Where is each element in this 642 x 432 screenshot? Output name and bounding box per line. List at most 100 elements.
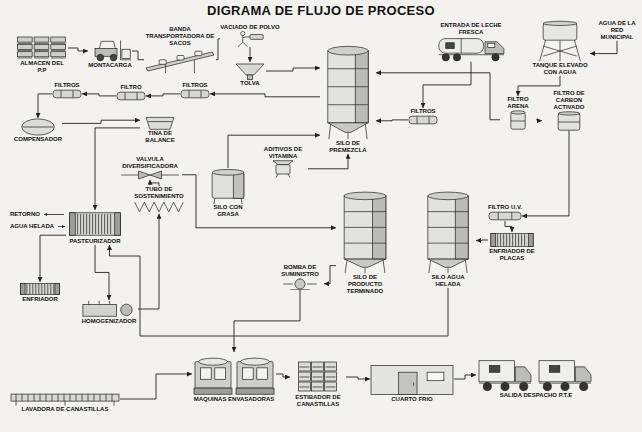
icon-line <box>189 90 190 98</box>
equipment-node: PASTEURIZADOR <box>66 210 124 245</box>
icon-shape <box>344 192 386 200</box>
icon-shape <box>489 365 499 372</box>
icon-shape <box>121 304 133 316</box>
icon-shape <box>11 394 119 401</box>
equipment-label: ENFRIADOR <box>18 296 62 303</box>
icon-line <box>40 394 41 401</box>
equipment-icon <box>370 362 454 396</box>
icon-shape <box>511 112 525 129</box>
equipment-label: ENFRIADOR DE PLACAS <box>488 248 536 262</box>
equipment-icon <box>220 31 280 47</box>
icon-line <box>51 58 66 59</box>
equipment-label: FILTROS <box>408 108 438 115</box>
leader-line <box>44 214 64 215</box>
equipment-node: COMPENSADOR <box>14 118 62 143</box>
equipment-node: FILTROS <box>408 108 438 125</box>
icon-shape <box>195 362 231 388</box>
pipe-connector <box>266 68 320 71</box>
icon-line <box>243 36 250 38</box>
equipment-node: SILO DE PREMEZCLA <box>320 44 376 154</box>
icon-line <box>101 214 102 234</box>
icon-shape <box>428 259 468 267</box>
equipment-node: FILTRO <box>116 84 146 101</box>
pipe-connector <box>132 51 144 60</box>
equipment-icon <box>258 160 308 178</box>
icon-shape <box>428 196 468 259</box>
pipe-connector <box>210 94 320 97</box>
icon-line <box>194 59 195 72</box>
icon-line <box>41 284 42 294</box>
icon-line <box>73 90 74 98</box>
equipment-node: ESTIBADOR DE CANASTILLAS <box>290 360 346 408</box>
equipment-label: TOLVA <box>234 80 266 87</box>
icon-line <box>326 377 336 378</box>
icon-shape <box>110 54 117 61</box>
icon-line <box>98 214 99 234</box>
icon-line <box>162 174 179 175</box>
leader-line <box>58 226 65 227</box>
icon-line <box>89 214 90 234</box>
icon-line <box>328 68 368 69</box>
equipment-node: ALMACEN DEL P.P <box>16 36 68 74</box>
pipe-connector <box>590 41 617 54</box>
icon-line <box>16 401 17 406</box>
icon-line <box>64 394 65 401</box>
icon-line <box>276 174 278 178</box>
icon-line <box>148 121 172 122</box>
pipe-connector <box>62 120 140 123</box>
icon-line <box>165 63 166 73</box>
pipe-connector <box>68 48 88 51</box>
icon-line <box>201 90 202 98</box>
icon-line <box>345 259 347 273</box>
icon-line <box>429 116 430 124</box>
icon-line <box>299 377 309 378</box>
icon-shape <box>344 259 386 267</box>
equipment-label: FILTRO ARENA <box>500 96 536 110</box>
icon-line <box>52 394 53 401</box>
equipment-label: FILTRO DE CARBON ACTIVADO <box>542 90 596 111</box>
icon-shape <box>233 172 244 198</box>
equipment-icon <box>10 392 120 406</box>
icon-line <box>104 214 105 234</box>
icon-line <box>574 40 580 61</box>
icon-shape <box>247 75 252 80</box>
pipe-connector <box>150 180 159 186</box>
icon-shape <box>215 368 226 379</box>
equipment-icon <box>234 62 266 80</box>
icon-shape <box>311 382 323 391</box>
icon-line <box>125 92 126 100</box>
icon-shape <box>241 358 270 365</box>
icon-line <box>50 284 51 294</box>
icon-line <box>511 120 525 121</box>
pipe-connector <box>95 245 109 300</box>
diagram-title: DIGRAMA DE FLUJO DE PROCESO <box>0 3 642 18</box>
pipe-connector <box>376 119 408 121</box>
equipment-node: SILO CON GRASA <box>206 168 250 218</box>
equipment-label: TANQUE ELEVADO CON AGUA <box>530 62 590 76</box>
icon-line <box>558 121 580 122</box>
icon-line <box>83 214 84 234</box>
icon-shape <box>491 234 496 247</box>
icon-shape <box>539 361 574 382</box>
icon-shape <box>483 382 491 390</box>
icon-shape <box>117 92 145 100</box>
equipment-label: ADITIVOS DE VITAMINA <box>258 146 308 160</box>
equipment-node: TOLVA <box>234 62 266 87</box>
equipment-icon <box>88 40 132 62</box>
icon-line <box>344 243 386 244</box>
icon-shape <box>520 382 528 390</box>
icon-shape <box>580 382 588 390</box>
equipment-icon <box>320 44 376 140</box>
icon-line <box>121 59 132 60</box>
icon-line <box>448 267 449 273</box>
icon-line <box>18 58 33 59</box>
equipment-node: FILTRO ARENA <box>500 96 536 130</box>
icon-line <box>88 394 89 401</box>
icon-shape <box>212 169 244 175</box>
icon-shape <box>97 54 104 61</box>
equipment-node: MONTACARGA <box>88 40 132 69</box>
pipe-connector <box>522 131 569 216</box>
icon-line <box>34 394 35 401</box>
icon-shape <box>515 367 531 382</box>
icon-line <box>80 214 81 234</box>
